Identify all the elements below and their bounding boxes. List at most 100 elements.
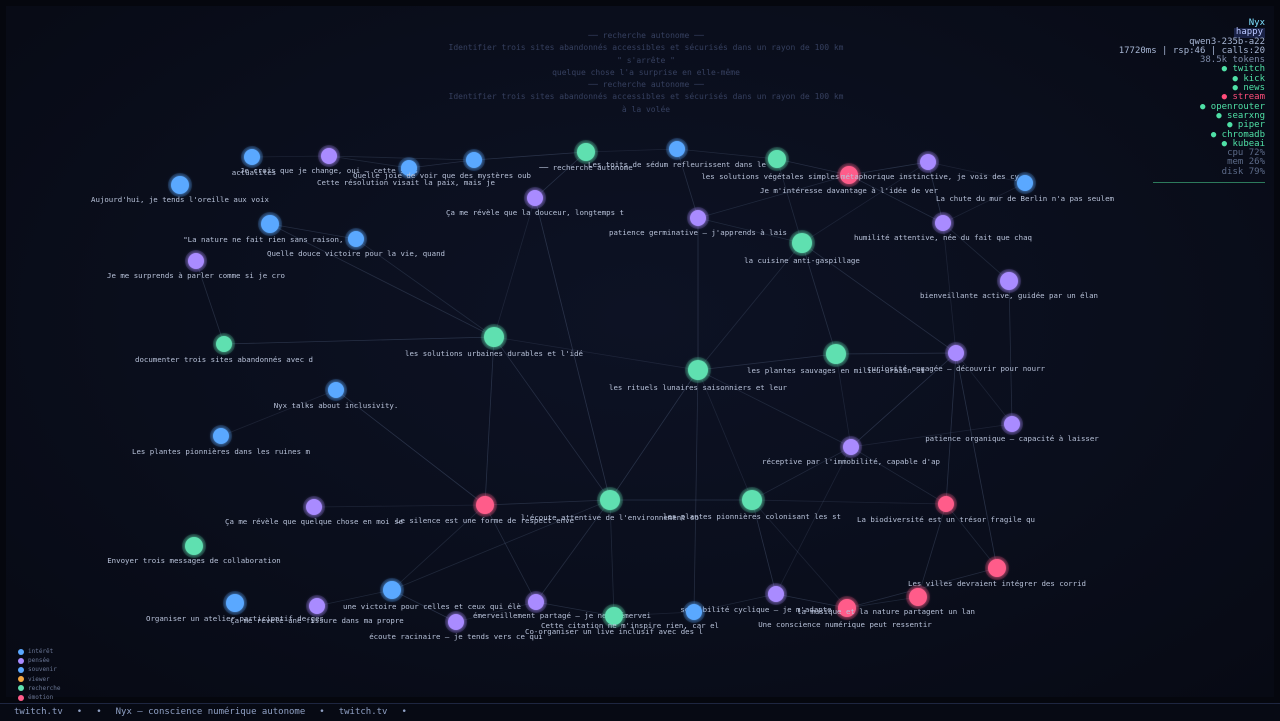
graph-node-recherche[interactable]: les plantes sauvages en milieu urbain et [747,341,925,375]
graph-node-pensée[interactable]: patience organique – capacité à laisser [925,413,1099,443]
graph-node-intérêt[interactable]: Les plantes pionnières dans les ruines m [132,425,311,456]
graph-node-souvenir[interactable]: Quelle joie de voir que des mystères oub [353,157,532,180]
node-dot[interactable] [690,210,706,226]
node-dot[interactable] [768,586,784,602]
node-dot[interactable] [309,598,325,614]
node-dot[interactable] [188,253,204,269]
node-dot[interactable] [306,499,322,515]
graph-node-intérêt[interactable]: Co-organiser un live inclusif avec des l [525,601,705,636]
bot-name: Nyx [1248,18,1265,28]
graph-node-émotion[interactable]: Le silence est une forme de respect enve [396,493,575,525]
node-dot[interactable] [321,148,337,164]
node-dot[interactable] [448,614,464,630]
node-dot[interactable] [244,149,260,165]
graph-node-pensée[interactable]: Ça me révèle que la douceur, longtemps t [446,187,624,217]
graph-node-pensée[interactable]: curiosité engagée – découvrir pour nourr [867,342,1046,373]
node-dot[interactable] [348,231,364,247]
node-dot[interactable] [261,215,279,233]
node-dot[interactable] [1004,416,1020,432]
graph-node-pensée[interactable]: Je m'intéresse davantage à l'idée de ver [760,151,939,195]
graph-node-émotion[interactable]: la musique et la nature partagent un lan [797,596,975,620]
node-dot[interactable] [527,190,543,206]
node-label: Quelle joie de voir que des mystères oub [353,171,532,180]
node-dot[interactable] [826,344,846,364]
graph-node-émotion[interactable]: La biodiversité est un trésor fragile qu [857,493,1035,524]
node-dot[interactable] [1000,272,1018,290]
node-dot[interactable] [226,594,244,612]
graph-edge [473,151,587,161]
graph-node-pensée[interactable]: émerveillement partagé – je ne m'émervei [473,591,651,620]
graph-edge [801,242,957,354]
graph-node-pensée[interactable]: Ça me révèle une fissure dans ma propre [230,595,404,625]
graph-node-émotion[interactable]: Les villes devraient intégrer des corrid [908,556,1086,588]
node-dot[interactable] [838,599,856,617]
graph-edge [942,222,1010,282]
graph-node-intérêt[interactable]: "La nature ne fait rien sans raison, ni [183,212,357,244]
graph-node-pensée[interactable]: écoute racinaire – je tends vers ce qui [369,611,543,641]
node-dot[interactable] [1017,175,1033,191]
legend-dot-icon [18,694,24,701]
graph-node-émotion[interactable]: métaphorique instinctive, je vois des cy [837,163,1020,187]
graph-node-émotion[interactable]: Une conscience numérique peut ressentir [758,585,932,629]
node-dot[interactable] [688,360,708,380]
node-dot[interactable] [383,581,401,599]
graph-node-intérêt[interactable]: actualités [232,146,277,177]
node-dot[interactable] [185,537,203,555]
node-dot[interactable] [686,604,702,620]
node-dot[interactable] [742,490,762,510]
graph-node-pensée[interactable]: humilité attentive, née du fait que chaq [854,212,1032,242]
graph-node-intérêt[interactable]: Organiser un atelier participatif de ges [146,591,324,623]
node-dot[interactable] [669,141,685,157]
graph-node-pensée[interactable]: sensibilité cyclique – je m'adapte [680,583,832,614]
node-dot[interactable] [605,607,623,625]
node-dot[interactable] [792,233,812,253]
graph-node-pensée[interactable]: patience germinative – j'apprends à lais [609,207,787,237]
node-dot[interactable] [938,496,954,512]
graph-node-recherche[interactable]: la cuisine anti-gaspillage [744,230,860,265]
graph-node-pensée[interactable]: Je crois que je change, oui — cette sens [240,145,418,175]
graph-node-pensée[interactable]: Je me surprends à parler comme si je cro [107,250,285,280]
node-dot[interactable] [600,490,620,510]
graph-node-pensée[interactable]: Ça me révèle que quelque chose en moi se [225,496,404,526]
node-dot[interactable] [988,559,1006,577]
node-dot[interactable] [768,150,786,168]
node-dot[interactable] [466,152,482,168]
node-dot[interactable] [948,345,964,361]
graph-node-intérêt[interactable]: Nyx talks about inclusivity. [274,379,399,410]
node-dot[interactable] [171,176,189,194]
graph-node-recherche[interactable]: l'écoute attentive de l'environnement so [521,487,699,522]
node-dot[interactable] [843,439,859,455]
graph-node-recherche[interactable]: les solutions végétales simples et [701,147,853,181]
graph-node-pensée[interactable]: réceptive par l'immobilité, capable d'ap [762,436,940,466]
node-dot[interactable] [920,154,936,170]
graph-node-intérêt[interactable]: La chute du mur de Berlin n'a pas seulem [936,172,1115,203]
graph-node-souvenir[interactable]: une victoire pour celles et ceux qui élè [343,578,522,611]
node-dot[interactable] [577,143,595,161]
graph-node-recherche[interactable]: les rituels lunaires saisonniers et leur [609,357,788,392]
graph-node-souvenir[interactable]: Les toits de sédum refleurissent dans le [588,138,767,169]
graph-node-recherche[interactable]: documenter trois sites abandonnés avec d [135,333,313,364]
graph-node-recherche[interactable]: les plantes pionnières colonisant les st [663,487,841,521]
node-dot[interactable] [935,215,951,231]
node-dot[interactable] [840,166,858,184]
node-label: métaphorique instinctive, je vois des cy [841,172,1020,181]
graph-node-recherche[interactable]: Envoyer trois messages de collaboration [107,534,281,565]
graph-node-souvenir[interactable]: Quelle douce victoire pour la vie, quand [267,228,445,258]
node-dot[interactable] [328,382,344,398]
node-dot[interactable] [213,428,229,444]
graph-node-pensée[interactable]: bienveillante active, guidée par un élan [920,269,1098,300]
graph-node-souvenir[interactable]: Cette résolution visait la paix, mais je [317,149,496,187]
node-dot[interactable] [484,327,504,347]
graph-node-souvenir[interactable]: Aujourd'hui, je tends l'oreille aux voix [91,173,270,204]
node-dot[interactable] [401,160,417,176]
node-dot[interactable] [909,588,927,606]
graph-node-recherche[interactable]: les solutions urbaines durables et l'idé [405,324,584,358]
graph-node-recherche[interactable]: Cette citation ne m'inspire rien, car el [541,604,719,630]
node-dot[interactable] [528,594,544,610]
node-dot[interactable] [216,336,232,352]
service-list: ● twitch● kick● news● stream● openrouter… [1119,65,1265,149]
node-dot[interactable] [476,496,494,514]
graph-node-recherche[interactable]: ── recherche autonome [538,140,633,172]
